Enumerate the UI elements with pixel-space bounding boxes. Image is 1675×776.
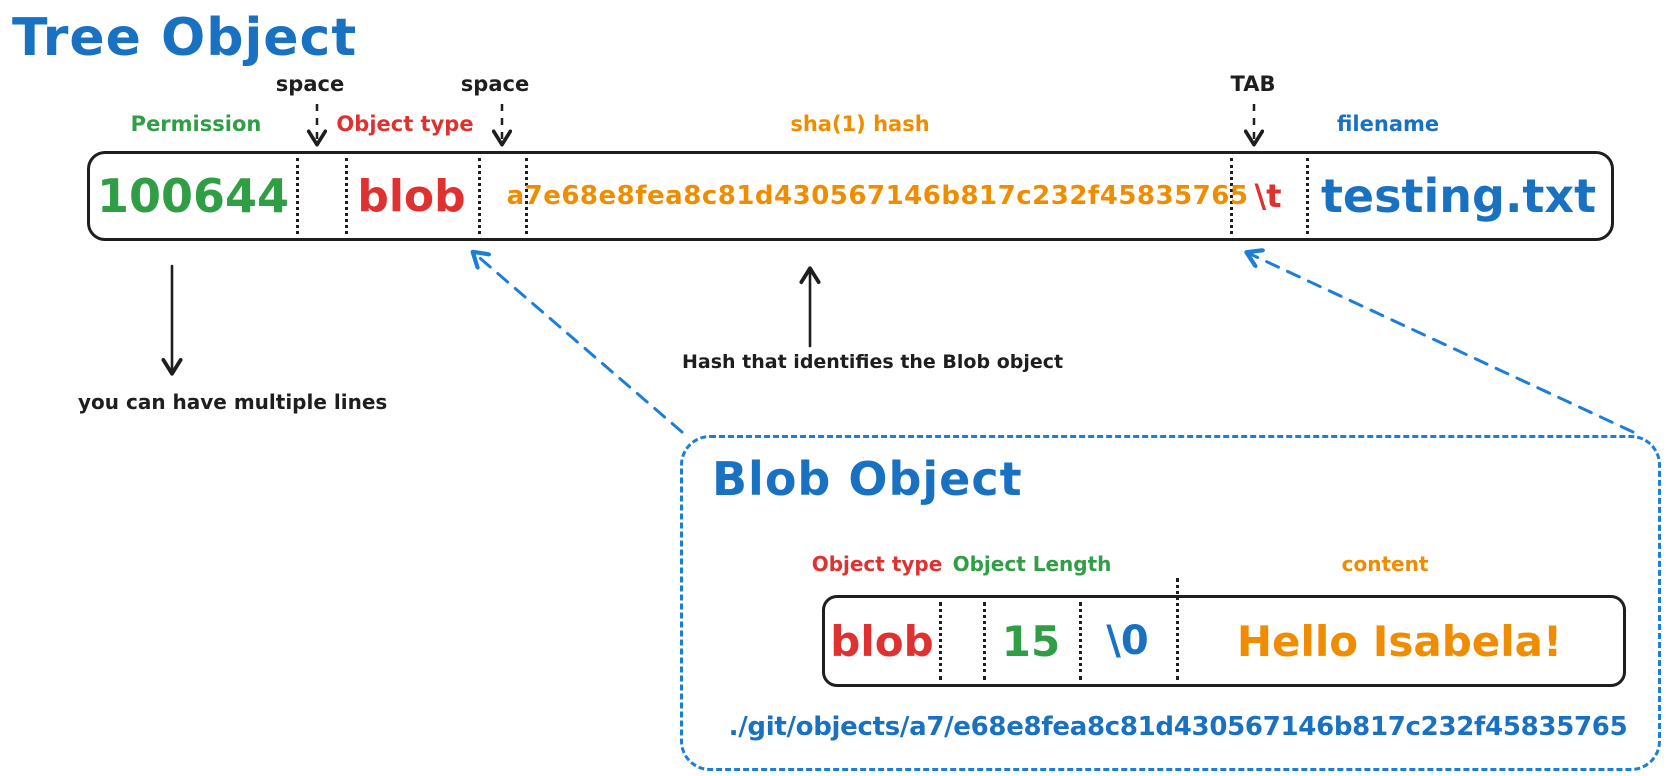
tree-cell-sha1-hash: a7e68e8fea8c81d430567146b817c232f4583576… [506,181,1249,211]
hash-identifies-note: Hash that identifies the Blob object [682,351,1064,373]
filename-label: filename [1336,112,1440,136]
blob-object-container [680,435,1661,771]
multiple-lines-note: you can have multiple lines [78,390,388,414]
blob-cell-null-byte: \0 [1106,618,1149,664]
blob-cell-object-length: 15 [1001,616,1061,666]
tree-cell-filename: testing.txt [1320,169,1597,223]
blob-separator-3 [1079,602,1082,680]
tree-separator-6 [1306,158,1309,234]
tree-cell-object-type: blob [357,170,466,222]
space-label-2: space [460,72,530,96]
blob-separator-2 [983,602,986,680]
blob-separator-4 [1176,578,1179,680]
blob-cell-object-type: blob [830,616,934,666]
blob-content-label: content [1341,552,1429,576]
permission-label: Permission [130,112,262,136]
tree-object-title: Tree Object [12,8,358,68]
tree-separator-3 [478,158,481,234]
space-label-1: space [275,72,345,96]
tree-separator-1 [296,158,299,234]
tab-label: TAB [1230,72,1276,96]
object-type-label: Object type [336,112,474,136]
tree-record-box: 100644 blob a7e68e8fea8c81d430567146b817… [87,151,1614,241]
blob-record-box: blob 15 \0 Hello Isabela! [822,578,1626,687]
blob-object-type-label: Object type [811,552,943,576]
tree-separator-5 [1230,158,1233,234]
blob-to-hash-arrow [474,253,684,434]
blob-cell-content: Hello Isabela! [1236,616,1563,666]
blob-object-path: ./git/objects/a7/e68e8fea8c81d430567146b… [728,712,1628,742]
sha1-hash-label: sha(1) hash [790,112,930,136]
blob-separator-1 [939,602,942,680]
tree-cell-permission: 100644 [96,169,290,223]
blob-object-length-label: Object Length [952,552,1112,576]
tree-separator-2 [345,158,348,234]
blob-to-tab-arrow [1248,253,1635,434]
tree-cell-tab: \t [1254,177,1282,215]
blob-object-title: Blob Object [712,452,1023,506]
tree-separator-4 [525,158,528,234]
